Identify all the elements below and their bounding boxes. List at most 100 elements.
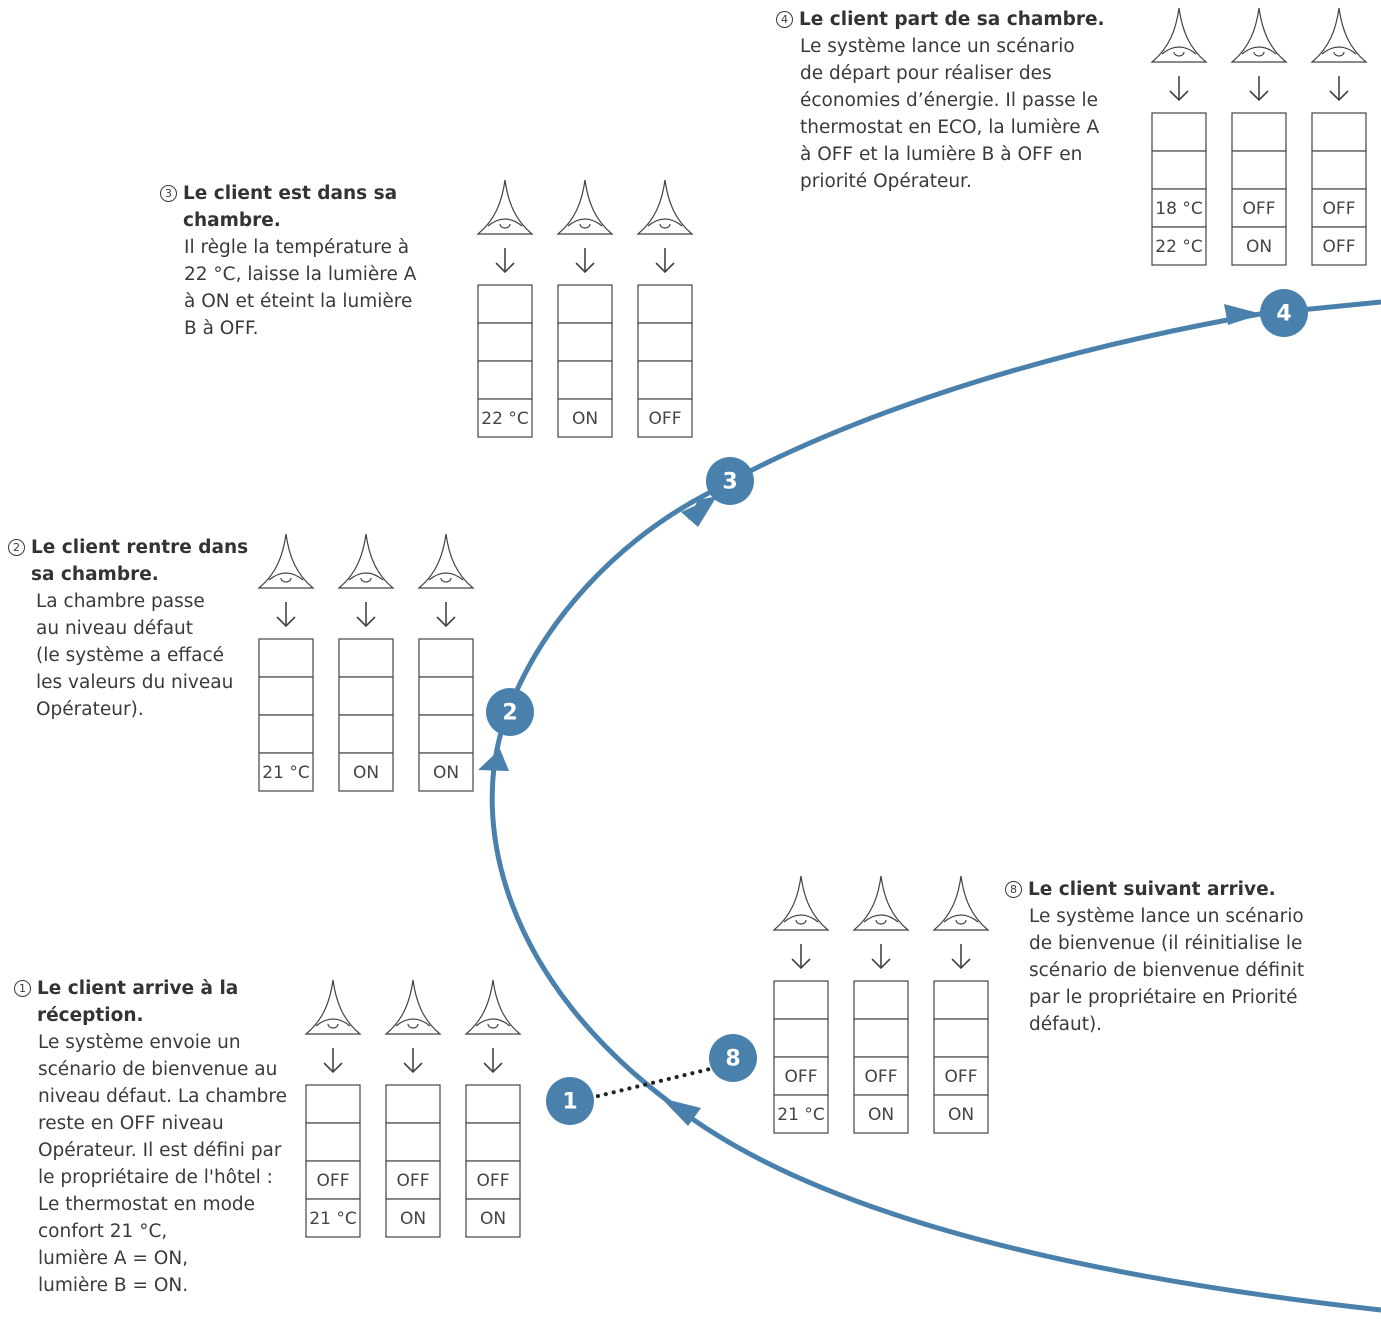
description-line: par le propriétaire en Priorité: [1029, 987, 1298, 1008]
cell-value: ON: [1246, 237, 1272, 257]
description-line: Le système envoie un: [38, 1032, 241, 1053]
eye-icon: [417, 533, 475, 589]
value-cell: [305, 1122, 361, 1162]
value-cell: [1151, 188, 1207, 228]
cell-value: OFF: [1323, 237, 1356, 257]
value-cell: [557, 284, 613, 324]
step-title: Le client suivant arrive.: [1028, 879, 1276, 900]
value-cell: [338, 752, 394, 792]
value-cell: [1151, 112, 1207, 152]
description-line: à ON et éteint la lumière: [184, 291, 413, 312]
value-cell: [305, 1198, 361, 1238]
down-arrow-icon: [1329, 76, 1349, 102]
down-arrow-icon: [575, 248, 595, 274]
value-cell: [933, 980, 989, 1020]
cell-value: OFF: [1323, 199, 1356, 219]
step-title: Le client arrive à la réception.: [37, 978, 239, 1026]
cell-value: ON: [480, 1209, 506, 1229]
cycle-arrowhead-2: [478, 749, 509, 771]
value-cell: [465, 1160, 521, 1200]
value-cell: [637, 398, 693, 438]
cell-value: OFF: [865, 1067, 898, 1087]
value-cell: [557, 360, 613, 400]
description-line: niveau défaut. La chambre: [38, 1086, 287, 1107]
value-cell: [1311, 150, 1367, 190]
step-title: Le client part de sa chambre.: [799, 9, 1105, 30]
eye-icon: [1310, 7, 1368, 63]
cell-value: ON: [400, 1209, 426, 1229]
badge-label: 8: [725, 1047, 740, 1072]
value-cell: [385, 1122, 441, 1162]
down-arrow-icon: [1169, 76, 1189, 102]
step-number: 2: [8, 539, 25, 556]
description-line: Le thermostat en mode: [38, 1194, 256, 1215]
badge-circle: [486, 688, 534, 736]
value-cell: [418, 676, 474, 716]
description-line: économies d’énergie. Il passe le: [800, 90, 1099, 111]
device-column: 22 °C: [476, 179, 534, 438]
eye-icon: [337, 533, 395, 589]
down-arrow-icon: [323, 1048, 343, 1074]
description-line: (le système a effacé: [36, 645, 224, 666]
value-cell: [465, 1084, 521, 1124]
step-badge-3: 3: [706, 457, 754, 505]
down-arrow-icon: [276, 602, 296, 628]
cell-value: OFF: [397, 1171, 430, 1191]
eye-icon: [932, 875, 990, 931]
eye-icon: [772, 875, 830, 931]
description-line: priorité Opérateur.: [800, 171, 972, 192]
cycle-arrowhead-1: [661, 1098, 701, 1126]
step-badge-4: 4: [1260, 289, 1308, 337]
cell-value: ON: [433, 763, 459, 783]
value-cell: [1231, 226, 1287, 266]
down-arrow-icon: [403, 1048, 423, 1074]
value-cell: [477, 322, 533, 362]
value-cell: [477, 284, 533, 324]
description-line: thermostat en ECO, la lumière A: [800, 117, 1100, 138]
value-cell: [418, 752, 474, 792]
value-cell: [637, 322, 693, 362]
description-line: Le système lance un scénario: [1029, 906, 1304, 927]
badge-circle: [709, 1034, 757, 1082]
value-cell: [258, 676, 314, 716]
description-line: Opérateur).: [36, 699, 144, 720]
description-line: Le système lance un scénario: [800, 36, 1075, 57]
cell-value: ON: [572, 409, 598, 429]
step-8-text: 8 Le client suivant arrive. Le système la…: [1005, 876, 1375, 1038]
description-line: de bienvenue (il réinitialise le: [1029, 933, 1303, 954]
value-cell: [258, 714, 314, 754]
description-line: La chambre passe: [36, 591, 205, 612]
device-column: ON: [556, 179, 614, 438]
description-line: lumière A = ON,: [38, 1248, 189, 1269]
cell-value: 18 °C: [1155, 199, 1202, 219]
device-column: OFF: [636, 179, 694, 438]
value-cell: [1151, 150, 1207, 190]
down-arrow-icon: [436, 602, 456, 628]
device-column: OFF OFF: [1310, 7, 1368, 266]
badge-label: 3: [722, 470, 737, 495]
step-number: 8: [1005, 881, 1022, 898]
down-arrow-icon: [495, 248, 515, 274]
value-cell: [258, 752, 314, 792]
cell-value: ON: [868, 1105, 894, 1125]
description-line: scénario de bienvenue au: [38, 1059, 278, 1080]
value-cell: [853, 980, 909, 1020]
description-line: reste en OFF niveau: [38, 1113, 224, 1134]
cell-value: OFF: [785, 1067, 818, 1087]
description-line: scénario de bienvenue définit: [1029, 960, 1305, 981]
description-line: Opérateur. Il est défini par: [38, 1140, 282, 1161]
step-description: Le système lance un scénario de bienvenue…: [1029, 903, 1375, 1038]
device-column: ON: [417, 533, 475, 792]
cell-value: OFF: [317, 1171, 350, 1191]
cell-value: OFF: [649, 409, 682, 429]
cell-value: ON: [353, 763, 379, 783]
eye-icon: [384, 979, 442, 1035]
